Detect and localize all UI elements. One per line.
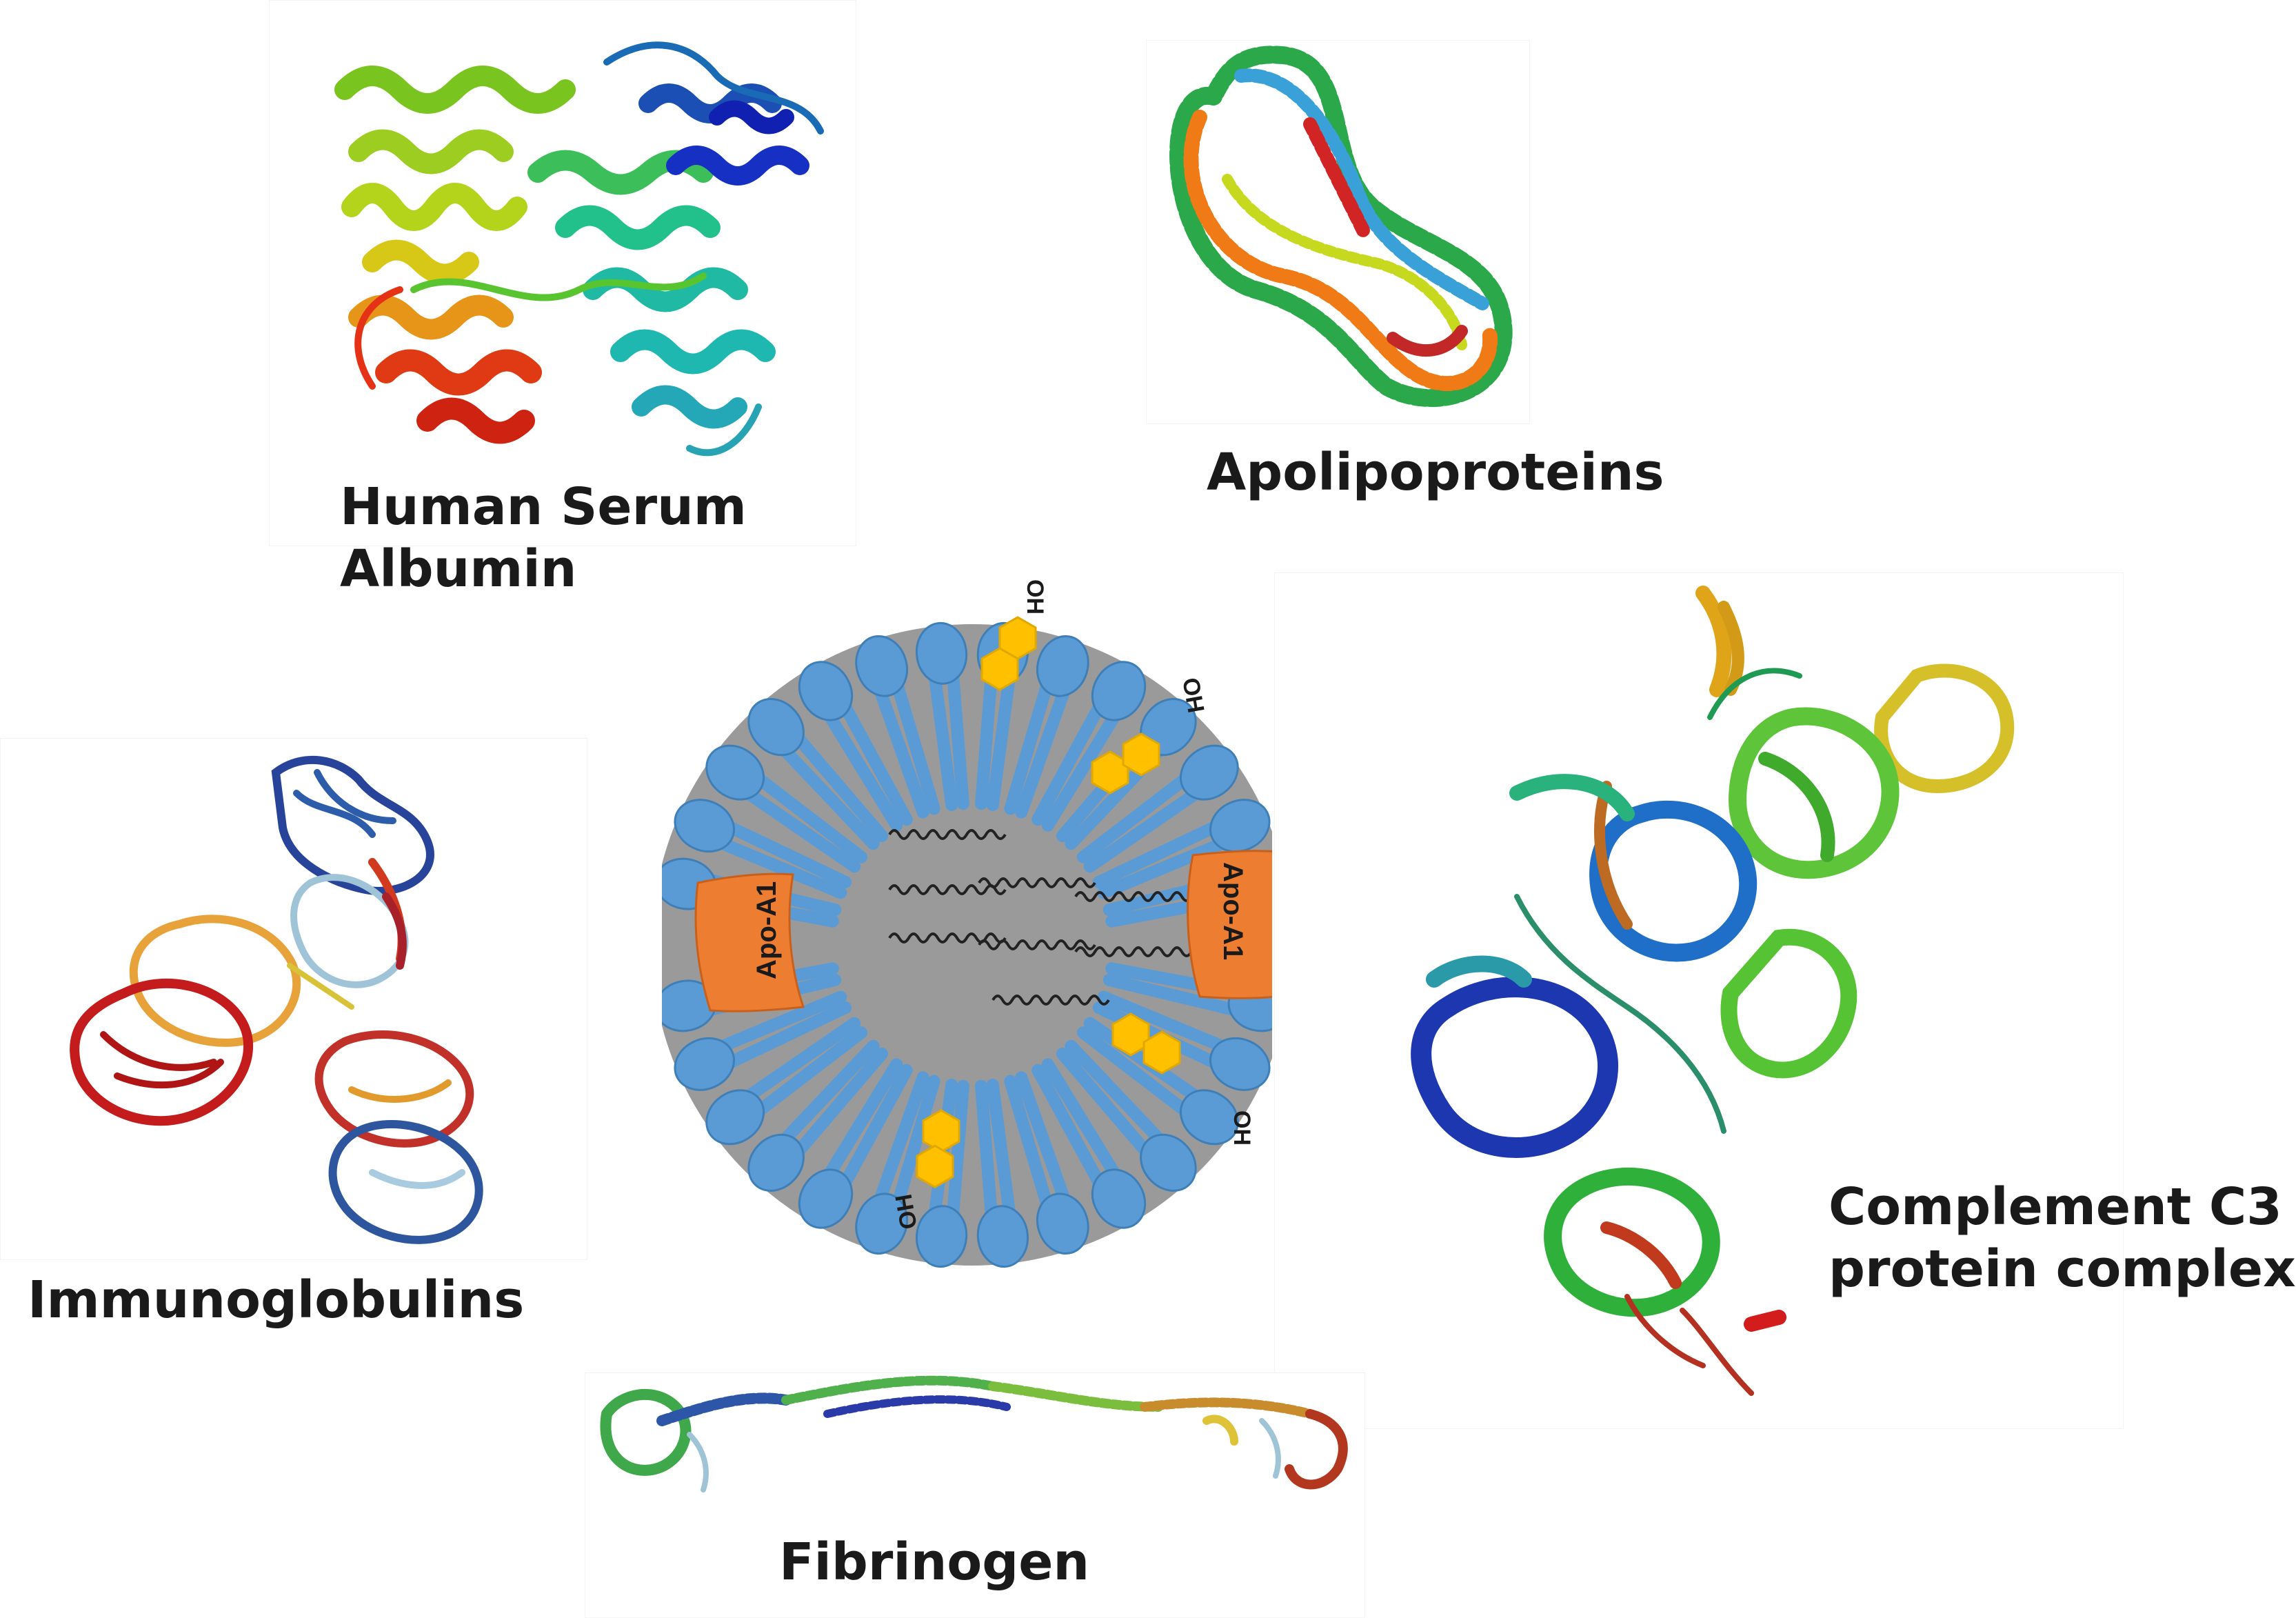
fibrinogen-panel bbox=[585, 1372, 1365, 1618]
hydrocarbon-chain bbox=[888, 829, 1007, 840]
apo-a1-left-label: Apo-A1 bbox=[752, 881, 782, 979]
lipid-head bbox=[976, 1205, 1029, 1268]
lipid-head bbox=[1091, 1168, 1147, 1229]
lipid-head bbox=[705, 1089, 765, 1146]
apo-a1-right-label: Apo-A1 bbox=[1218, 862, 1248, 960]
hydrocarbon-chain bbox=[978, 877, 1096, 888]
lipid-head bbox=[915, 1205, 968, 1268]
lipid-head bbox=[674, 1037, 736, 1091]
complement-label-line2: protein complex bbox=[1829, 1239, 2296, 1299]
lipid-head bbox=[1209, 1037, 1271, 1091]
apo-a1-right-shape bbox=[1187, 850, 1272, 999]
hydrocarbon-chain bbox=[888, 932, 1007, 943]
albumin-label-line2: Albumin bbox=[340, 539, 577, 599]
hydroxyl-label: OH bbox=[1229, 1110, 1255, 1146]
lipid-head bbox=[798, 661, 854, 721]
lipid-head bbox=[747, 698, 805, 757]
hydrocarbon-chain bbox=[978, 939, 1096, 950]
apo-a1-left-shape bbox=[694, 872, 805, 1012]
lipid-head bbox=[705, 744, 765, 801]
lipid-head bbox=[1209, 799, 1271, 853]
hydrocarbon-chain bbox=[1074, 891, 1193, 902]
hydrocarbon-chain bbox=[991, 995, 1110, 1006]
cholesterol-ring bbox=[1142, 1030, 1181, 1075]
hydrocarbon-chain bbox=[888, 884, 1007, 895]
hydroxyl-label: OH bbox=[1022, 579, 1048, 615]
cholesterol-ring bbox=[1111, 1012, 1150, 1057]
hydroxyl-label: OH bbox=[891, 1192, 923, 1231]
lipid-head bbox=[798, 1168, 854, 1229]
lipid-head bbox=[1179, 1089, 1239, 1146]
lipid-head bbox=[674, 799, 736, 853]
hydrocarbon-chain bbox=[1074, 946, 1193, 957]
lipid-head bbox=[1091, 661, 1147, 721]
fibrinogen-label: Fibrinogen bbox=[779, 1532, 1090, 1592]
lipid-head bbox=[1140, 1133, 1197, 1192]
apolipoproteins-label: Apolipoproteins bbox=[1207, 443, 1664, 502]
immunoglobulins-label: Immunoglobulins bbox=[28, 1270, 525, 1330]
cholesterol-ring bbox=[916, 1144, 954, 1188]
lipid-head bbox=[1036, 1192, 1089, 1255]
lipid-head bbox=[855, 635, 909, 697]
lipid-head bbox=[747, 1133, 805, 1192]
lipid-head bbox=[915, 621, 968, 685]
lipid-head bbox=[855, 1192, 909, 1255]
cholesterol-ring bbox=[922, 1109, 960, 1153]
hydroxyl-label: OH bbox=[1177, 676, 1209, 715]
albumin-label: Human Serum Albumin bbox=[340, 476, 747, 601]
complement-label: Complement C3 protein complex bbox=[1829, 1176, 2296, 1301]
cholesterol-ring bbox=[998, 616, 1037, 660]
lipid-head bbox=[1179, 744, 1239, 801]
cholesterol-ring bbox=[1122, 732, 1160, 777]
albumin-label-line1: Human Serum bbox=[340, 477, 747, 537]
complement-label-line1: Complement C3 bbox=[1829, 1177, 2282, 1237]
lipid-head bbox=[1036, 635, 1089, 697]
